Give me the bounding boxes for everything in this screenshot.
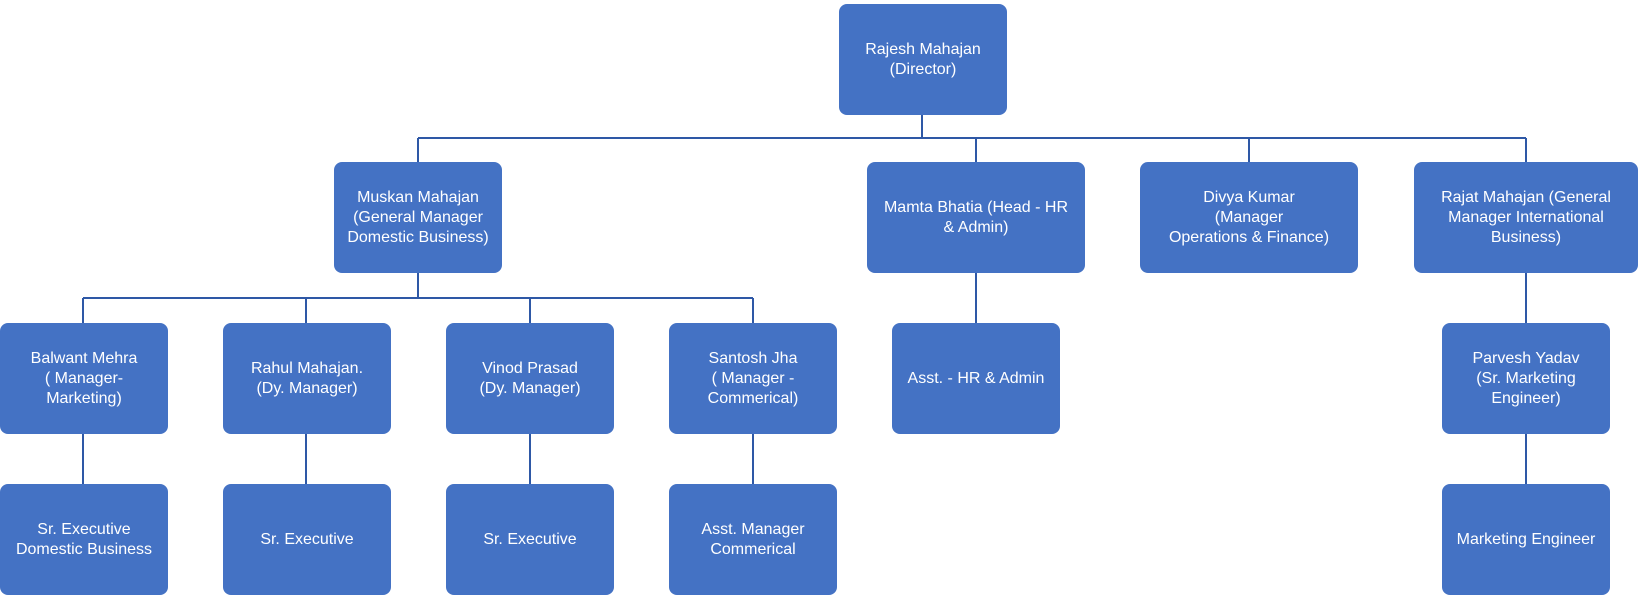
sr-exec-domestic-label: Sr. Executive Domestic Business — [15, 520, 153, 558]
rajat-box: Rajat Mahajan (General Manager Internati… — [1414, 162, 1638, 273]
sr-exec-2-box: Sr. Executive — [446, 484, 614, 595]
muskan-label: Muskan Mahajan (General Manager Domestic… — [347, 188, 489, 246]
asst-mgr-commercial-label: Asst. Manager Commerical — [701, 520, 805, 558]
sr-exec-1-label: Sr. Executive — [260, 530, 354, 548]
santosh-box: Santosh Jha ( Manager - Commerical) — [669, 323, 837, 434]
mamta-box: Mamta Bhatia (Head - HR & Admin) — [867, 162, 1085, 273]
sr-exec-2-label: Sr. Executive — [483, 530, 577, 548]
rahul-label: Rahul Mahajan. (Dy. Manager) — [250, 359, 364, 397]
asst-mgr-commercial-box: Asst. Manager Commerical — [669, 484, 837, 595]
director-label: Rajesh Mahajan (Director) — [865, 40, 981, 78]
rajat-label: Rajat Mahajan (General Manager Internati… — [1441, 188, 1611, 246]
marketing-engineer-box: Marketing Engineer — [1442, 484, 1610, 595]
sr-exec-domestic-box: Sr. Executive Domestic Business — [0, 484, 168, 595]
asst-hr-label: Asst. - HR & Admin — [907, 369, 1045, 387]
marketing-engineer-label: Marketing Engineer — [1456, 530, 1596, 548]
balwant-label: Balwant Mehra ( Manager- Marketing) — [30, 349, 138, 407]
mamta-label: Mamta Bhatia (Head - HR & Admin) — [883, 198, 1069, 236]
muskan-box: Muskan Mahajan (General Manager Domestic… — [334, 162, 502, 273]
director-box: Rajesh Mahajan (Director) — [839, 4, 1007, 115]
divya-box: Divya Kumar (Manager Operations & Financ… — [1140, 162, 1358, 273]
parvesh-label: Parvesh Yadav (Sr. Marketing Engineer) — [1472, 349, 1580, 407]
sr-exec-1-box: Sr. Executive — [223, 484, 391, 595]
asst-hr-box: Asst. - HR & Admin — [892, 323, 1060, 434]
parvesh-box: Parvesh Yadav (Sr. Marketing Engineer) — [1442, 323, 1610, 434]
divya-label: Divya Kumar (Manager Operations & Financ… — [1168, 188, 1330, 246]
santosh-label: Santosh Jha ( Manager - Commerical) — [707, 349, 799, 407]
rahul-box: Rahul Mahajan. (Dy. Manager) — [223, 323, 391, 434]
balwant-box: Balwant Mehra ( Manager- Marketing) — [0, 323, 168, 434]
vinod-label: Vinod Prasad (Dy. Manager) — [479, 359, 581, 397]
vinod-box: Vinod Prasad (Dy. Manager) — [446, 323, 614, 434]
